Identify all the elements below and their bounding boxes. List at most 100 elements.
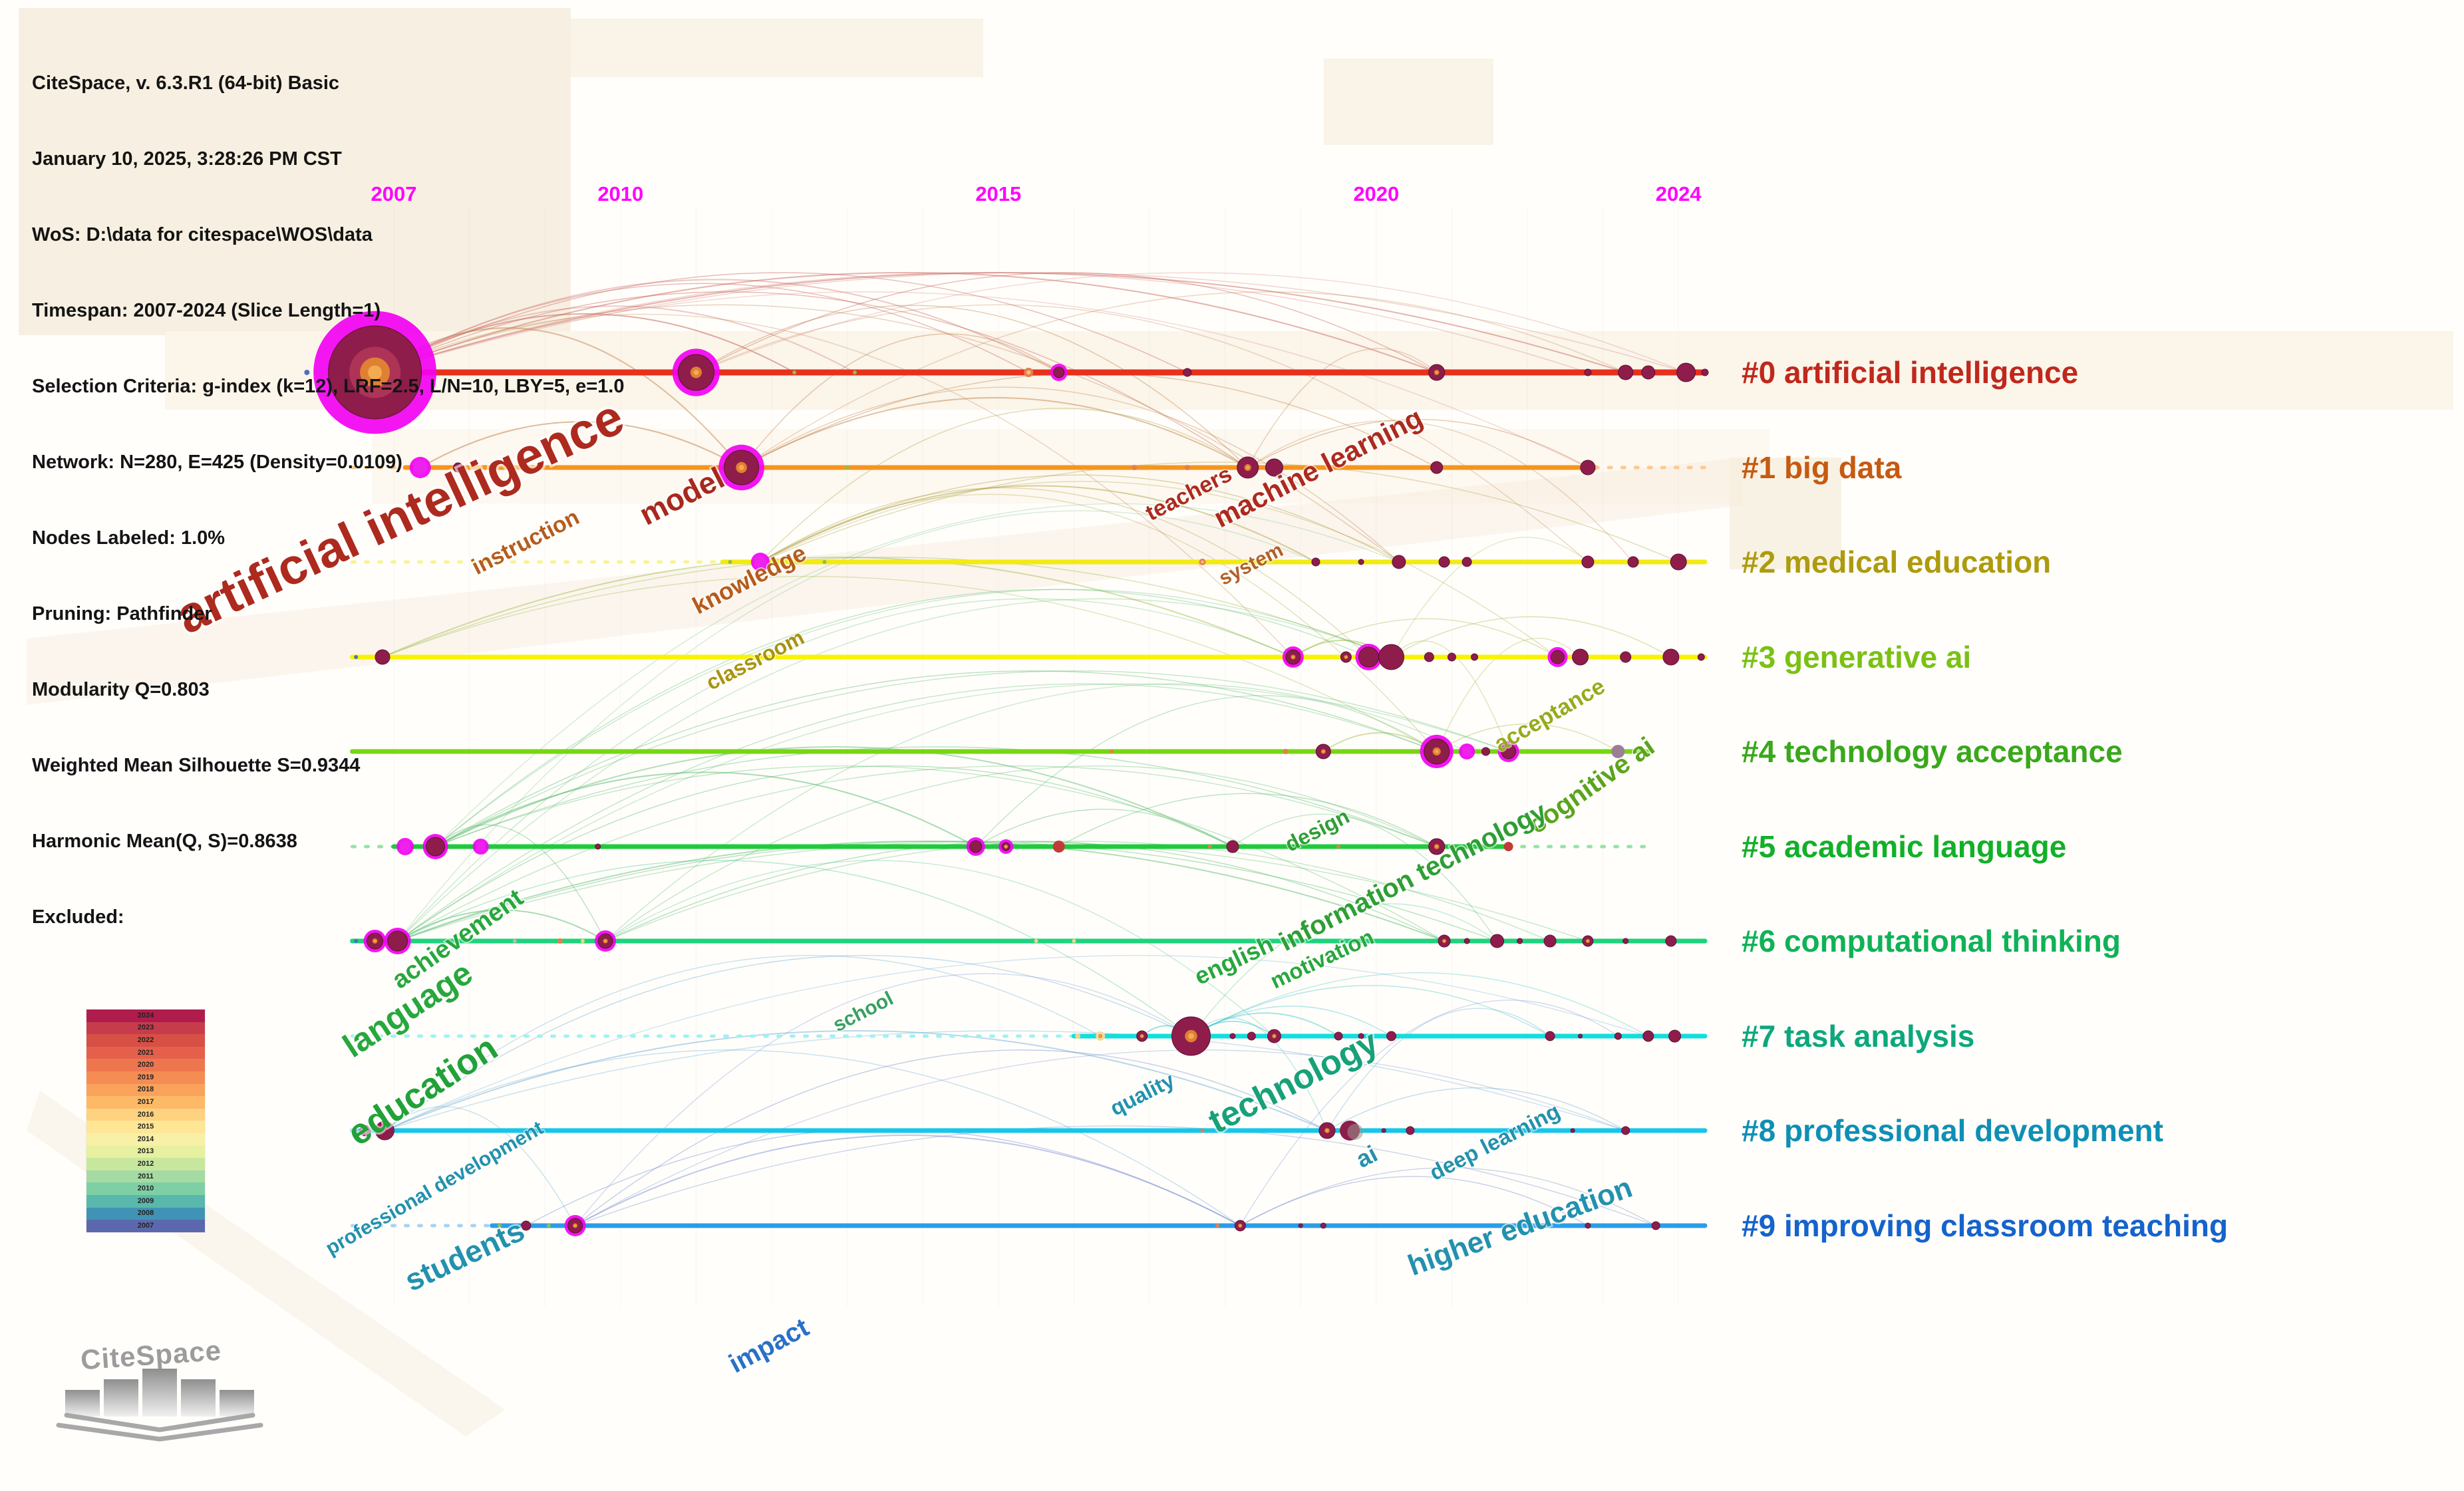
timeline-node[interactable] <box>852 370 857 374</box>
timeline-node[interactable] <box>453 462 464 473</box>
timeline-node[interactable] <box>1096 1031 1106 1041</box>
timeline-node[interactable] <box>1034 939 1038 943</box>
timeline-node[interactable] <box>1428 838 1446 855</box>
timeline-node[interactable] <box>1072 939 1076 943</box>
timeline-node[interactable] <box>1665 935 1677 947</box>
timeline-node[interactable] <box>1199 559 1206 565</box>
timeline-node[interactable] <box>1052 841 1065 853</box>
timeline-node[interactable] <box>1438 556 1450 568</box>
timeline-node[interactable] <box>313 311 436 434</box>
cluster-label-8[interactable]: #8 professional development <box>1742 1113 2163 1148</box>
keyword-label[interactable]: quality <box>1105 1067 1179 1121</box>
timeline-node[interactable] <box>1320 1222 1326 1229</box>
timeline-node[interactable] <box>1200 1129 1205 1133</box>
timeline-node[interactable] <box>1247 1031 1256 1041</box>
timeline-node[interactable] <box>498 1224 502 1228</box>
timeline-node[interactable] <box>1668 1029 1682 1043</box>
timeline-node[interactable] <box>396 838 414 855</box>
timeline-node[interactable] <box>966 837 985 856</box>
timeline-node[interactable] <box>595 843 601 850</box>
cluster-label-7[interactable]: #7 task analysis <box>1742 1019 1974 1053</box>
timeline-node[interactable] <box>409 457 431 478</box>
timeline-node[interactable] <box>521 1220 532 1231</box>
timeline-node[interactable] <box>1517 938 1523 944</box>
timeline-node[interactable] <box>1621 1126 1630 1135</box>
timeline-node[interactable] <box>672 348 720 396</box>
timeline-node[interactable] <box>999 839 1014 854</box>
timeline-node[interactable] <box>1438 934 1451 948</box>
timeline-node[interactable] <box>422 834 448 859</box>
keyword-label[interactable]: deep learning <box>1424 1097 1565 1186</box>
timeline-node[interactable] <box>1481 747 1491 756</box>
timeline-node[interactable] <box>304 370 310 375</box>
cluster-label-9[interactable]: #9 improving classroom teaching <box>1742 1208 2228 1243</box>
timeline-node[interactable] <box>1622 938 1629 944</box>
timeline-node[interactable] <box>1050 364 1068 381</box>
cluster-label-5[interactable]: #5 academic language <box>1742 829 2066 864</box>
timeline-node[interactable] <box>1662 648 1680 666</box>
timeline-node[interactable] <box>512 939 517 943</box>
timeline-node[interactable] <box>1207 845 1212 849</box>
timeline-node[interactable] <box>1378 644 1405 670</box>
timeline-node[interactable] <box>546 1224 551 1228</box>
timeline-node[interactable] <box>354 655 359 659</box>
timeline-node[interactable] <box>845 466 849 470</box>
timeline-node[interactable] <box>557 938 563 944</box>
timeline-node[interactable] <box>1265 458 1283 477</box>
cluster-label-0[interactable]: #0 artificial intelligence <box>1742 355 2078 390</box>
timeline-node[interactable] <box>1582 935 1594 947</box>
timeline-node[interactable] <box>718 444 764 491</box>
cluster-label-1[interactable]: #1 big data <box>1742 450 1902 485</box>
keyword-label[interactable]: ai <box>1350 1139 1383 1174</box>
keyword-label[interactable]: acceptance <box>1489 672 1611 758</box>
timeline-node[interactable] <box>1578 1033 1583 1039</box>
timeline-node[interactable] <box>1229 1033 1236 1039</box>
timeline-node[interactable] <box>1470 653 1478 661</box>
timeline-node[interactable] <box>354 939 359 943</box>
timeline-node[interactable] <box>1406 1126 1415 1135</box>
timeline-node[interactable] <box>1237 456 1259 479</box>
timeline-node[interactable] <box>1618 364 1634 380</box>
timeline-node[interactable] <box>1340 1121 1364 1141</box>
timeline-node[interactable] <box>1392 555 1406 569</box>
timeline-node[interactable] <box>1315 744 1331 759</box>
timeline-node[interactable] <box>1110 749 1114 753</box>
cluster-label-6[interactable]: #6 computational thinking <box>1742 924 2121 958</box>
timeline-node[interactable] <box>1430 461 1444 474</box>
timeline-node[interactable] <box>354 1129 359 1133</box>
timeline-node[interactable] <box>1024 368 1034 377</box>
timeline-node[interactable] <box>1463 938 1470 944</box>
keyword-label[interactable]: impact <box>723 1311 816 1380</box>
timeline-node[interactable] <box>822 560 827 564</box>
timeline-node[interactable] <box>1503 842 1513 851</box>
timeline-node[interactable] <box>1355 644 1382 670</box>
timeline-node[interactable] <box>1358 559 1364 565</box>
timeline-node[interactable] <box>359 1125 371 1137</box>
timeline-node[interactable] <box>1614 1032 1622 1040</box>
timeline-node[interactable] <box>581 939 585 943</box>
timeline-node[interactable] <box>1627 556 1639 568</box>
timeline-node[interactable] <box>728 560 732 564</box>
timeline-node[interactable] <box>1336 845 1340 849</box>
timeline-node[interactable] <box>1215 1224 1220 1228</box>
timeline-node[interactable] <box>1358 1033 1364 1039</box>
timeline-node[interactable] <box>1298 1223 1303 1228</box>
cluster-label-2[interactable]: #2 medical education <box>1742 545 2051 579</box>
timeline-node[interactable] <box>792 370 797 374</box>
timeline-node[interactable] <box>1543 934 1557 948</box>
timeline-node[interactable] <box>1334 1031 1343 1041</box>
timeline-node[interactable] <box>1267 1029 1281 1043</box>
timeline-node[interactable] <box>375 1121 394 1141</box>
timeline-node[interactable] <box>1641 365 1656 380</box>
timeline-node[interactable] <box>1136 1030 1148 1042</box>
timeline-node[interactable] <box>1642 1030 1654 1042</box>
timeline-node[interactable] <box>1447 652 1456 662</box>
timeline-node[interactable] <box>472 839 489 855</box>
timeline-node[interactable] <box>564 1215 586 1236</box>
timeline-node[interactable] <box>1581 555 1595 569</box>
timeline-node[interactable] <box>1381 1128 1386 1133</box>
cluster-label-3[interactable]: #3 generative ai <box>1742 640 1971 674</box>
timeline-node[interactable] <box>375 649 390 665</box>
timeline-node[interactable] <box>1340 651 1352 663</box>
timeline-node[interactable] <box>1545 1031 1555 1041</box>
